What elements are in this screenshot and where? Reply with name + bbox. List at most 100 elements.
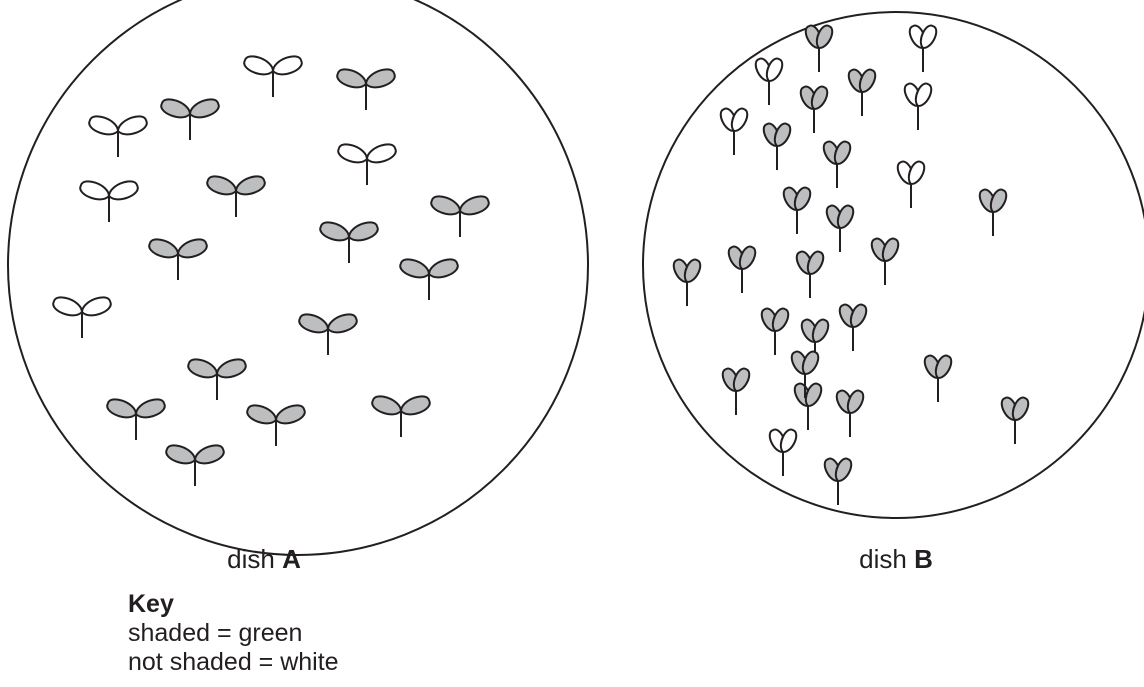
seedling-right-leaf	[848, 391, 863, 413]
dish-a-seedling-white	[89, 116, 147, 157]
key-legend: Key shaded = green not shaded = white	[128, 590, 339, 677]
dish-a-label: dish A	[227, 544, 301, 574]
seedling-left-leaf	[161, 99, 190, 117]
seedling-right-leaf	[734, 369, 749, 391]
seedling-right-leaf	[276, 405, 305, 423]
seedling-right-leaf	[813, 320, 828, 342]
seedling-left-leaf	[53, 297, 82, 315]
dish-b-seedling-green	[795, 384, 822, 430]
seedling-right-leaf	[851, 305, 866, 327]
seedling-left-leaf	[188, 359, 217, 377]
dish-b-outline	[643, 12, 1144, 518]
dish-b-seedling-green	[762, 309, 789, 355]
dish-a-seedling-white	[244, 56, 302, 97]
dish-b-seedling-green	[764, 124, 791, 170]
dish-b-seedling-green	[837, 391, 864, 437]
dish-b-seedling-white	[756, 59, 783, 105]
seedling-right-leaf	[936, 356, 951, 378]
seedling-right-leaf	[217, 359, 246, 377]
dish-b-seedling-green	[723, 369, 750, 415]
seedling-left-leaf	[80, 181, 109, 199]
seedling-right-leaf	[835, 142, 850, 164]
seedling-left-leaf	[244, 56, 273, 74]
seedling-left-leaf	[247, 405, 276, 423]
seedling-right-leaf	[795, 188, 810, 210]
dish-a-seedling-green	[320, 222, 378, 263]
seedling-left-leaf	[149, 239, 178, 257]
seedling-right-leaf	[328, 314, 357, 332]
dish-b-seedling-green	[827, 206, 854, 252]
dish-b: dish B	[643, 12, 1144, 574]
seedling-right-leaf	[838, 206, 853, 228]
seedling-right-leaf	[860, 70, 875, 92]
dish-a-seedling-green	[431, 196, 489, 237]
key-line-not-shaded: not shaded = white	[128, 648, 339, 677]
seedling-right-leaf	[781, 430, 796, 452]
seedling-left-leaf	[338, 144, 367, 162]
seedling-left-leaf	[89, 116, 118, 134]
seedling-right-leaf	[883, 239, 898, 261]
seedling-left-leaf	[207, 176, 236, 194]
dish-b-seedling-green	[801, 87, 828, 133]
seedling-left-leaf	[299, 314, 328, 332]
seedling-right-leaf	[273, 56, 302, 74]
seedling-right-leaf	[190, 99, 219, 117]
dish-b-seedling-white	[721, 109, 748, 155]
dish-b-seedling-green	[925, 356, 952, 402]
seedling-right-leaf	[806, 384, 821, 406]
dish-a-seedling-white	[80, 181, 138, 222]
dish-b-seedling-green	[824, 142, 851, 188]
seedling-right-leaf	[921, 26, 936, 48]
dish-b-seedling-green	[729, 247, 756, 293]
seedling-left-leaf	[431, 196, 460, 214]
seedling-right-leaf	[732, 109, 747, 131]
key-title: Key	[128, 590, 339, 619]
seedling-right-leaf	[367, 144, 396, 162]
dish-a-seedling-white	[338, 144, 396, 185]
seedling-right-leaf	[366, 69, 395, 87]
dish-a-seedling-green	[247, 405, 305, 446]
dish-b-seedling-green	[806, 26, 833, 72]
seedling-left-leaf	[107, 399, 136, 417]
dish-b-seedling-white	[770, 430, 797, 476]
seedling-right-leaf	[817, 26, 832, 48]
seedling-left-leaf	[400, 259, 429, 277]
dish-a-seedling-green	[161, 99, 219, 140]
dish-b-seedling-white	[905, 84, 932, 130]
dish-a-seedling-white	[53, 297, 111, 338]
seedling-right-leaf	[195, 445, 224, 463]
dish-b-seedling-green	[872, 239, 899, 285]
dish-b-seedling-green	[825, 459, 852, 505]
seedling-right-leaf	[773, 309, 788, 331]
dish-b-seedling-green	[797, 252, 824, 298]
seedling-left-leaf	[320, 222, 349, 240]
seedling-right-leaf	[812, 87, 827, 109]
dish-b-seedling-green	[1002, 398, 1029, 444]
seedling-right-leaf	[82, 297, 111, 315]
dish-b-seedling-white	[898, 162, 925, 208]
dish-a-seedling-green	[400, 259, 458, 300]
dish-a-seedling-green	[372, 396, 430, 437]
dish-b-seedling-green	[849, 70, 876, 116]
seedling-right-leaf	[909, 162, 924, 184]
seedling-right-leaf	[767, 59, 782, 81]
dish-b-seedling-green	[674, 260, 701, 306]
seedling-right-leaf	[991, 190, 1006, 212]
seedling-right-leaf	[349, 222, 378, 240]
dish-a-seedling-green	[188, 359, 246, 400]
seedling-right-leaf	[460, 196, 489, 214]
seedling-left-leaf	[337, 69, 366, 87]
dish-a: dish A	[8, 0, 588, 574]
seedling-right-leaf	[136, 399, 165, 417]
dish-a-seedling-green	[149, 239, 207, 280]
dish-a-seedling-green	[299, 314, 357, 355]
dish-b-seedlings	[674, 26, 1029, 505]
seedling-right-leaf	[740, 247, 755, 269]
dish-a-outline	[8, 0, 588, 555]
dish-b-seedling-green	[980, 190, 1007, 236]
key-line-shaded: shaded = green	[128, 619, 339, 648]
dish-b-seedling-green	[784, 188, 811, 234]
dish-b-label: dish B	[859, 544, 933, 574]
seedling-right-leaf	[429, 259, 458, 277]
